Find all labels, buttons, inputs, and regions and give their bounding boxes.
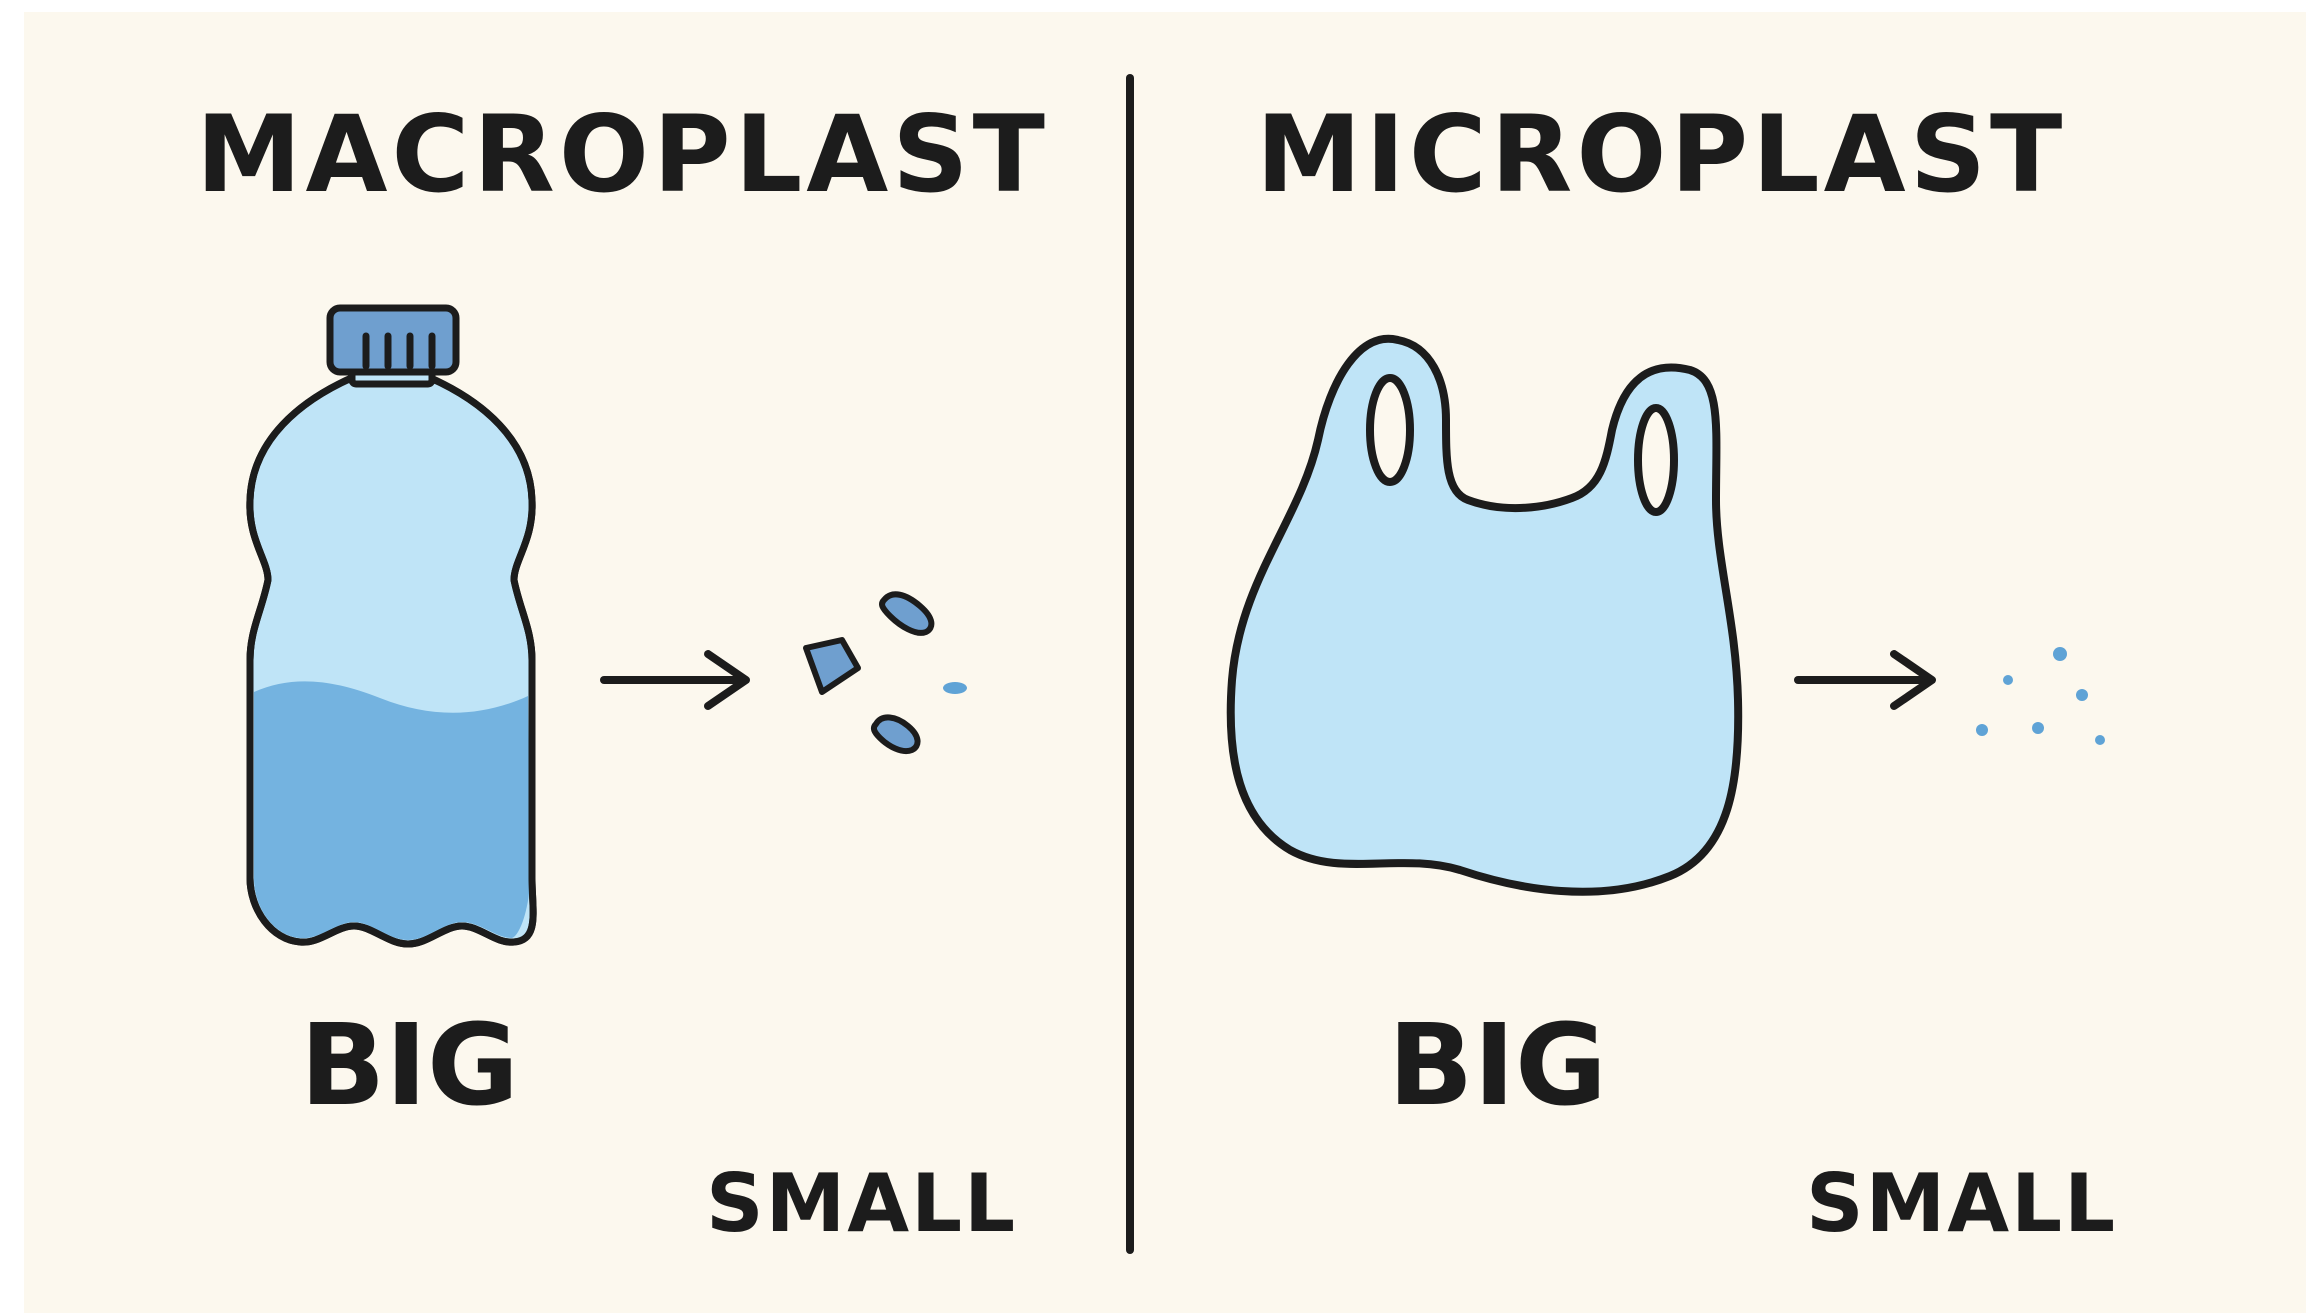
fragment bbox=[943, 682, 967, 694]
microplastic-dots-icon bbox=[1976, 647, 2105, 745]
plastic-bottle-icon bbox=[250, 308, 533, 944]
fragment bbox=[874, 717, 918, 751]
particle bbox=[2076, 689, 2088, 701]
particle bbox=[2032, 722, 2044, 734]
bag-handle-hole-left bbox=[1370, 378, 1410, 482]
particle bbox=[2053, 647, 2067, 661]
particle bbox=[2003, 675, 2013, 685]
arrow-right-icon bbox=[1798, 654, 1932, 706]
particle bbox=[1976, 724, 1988, 736]
big-label-left: BIG bbox=[300, 1010, 519, 1122]
bottle-cap bbox=[330, 308, 456, 372]
fragment bbox=[882, 594, 931, 633]
bag-handle-hole-right bbox=[1638, 408, 1674, 512]
bottle-water bbox=[254, 681, 530, 940]
arrow-right-icon bbox=[604, 654, 746, 706]
plastic-fragments-icon bbox=[806, 594, 967, 751]
small-label-right: SMALL bbox=[1806, 1164, 2117, 1244]
plastic-bag-icon bbox=[1231, 339, 1739, 892]
fragment bbox=[806, 640, 858, 692]
particle bbox=[2095, 735, 2105, 745]
small-label-left: SMALL bbox=[706, 1164, 1017, 1244]
big-label-right: BIG bbox=[1388, 1010, 1607, 1122]
